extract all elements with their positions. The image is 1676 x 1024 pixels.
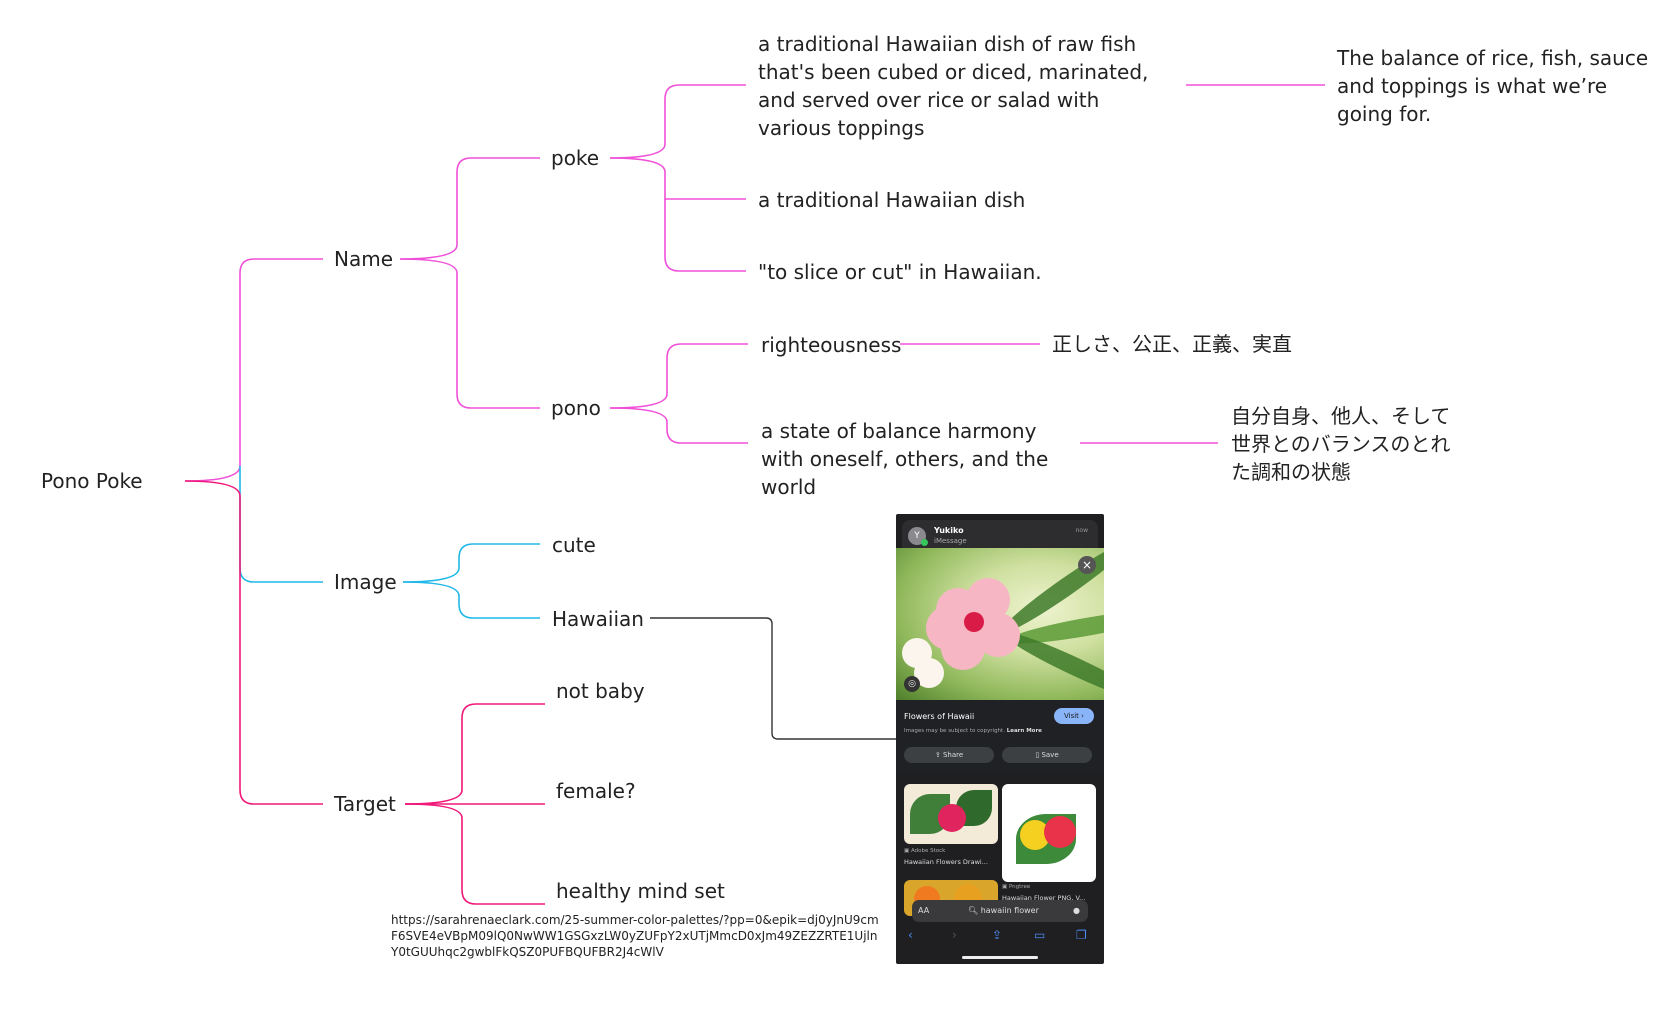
visit-button[interactable]: Visit › bbox=[1054, 708, 1094, 724]
image-item-hawaiian[interactable]: Hawaiian bbox=[552, 607, 644, 631]
connector-poke-def3 bbox=[664, 199, 746, 272]
save-label: Save bbox=[1041, 751, 1059, 759]
save-button[interactable]: ▯ Save bbox=[1002, 747, 1092, 763]
forward-icon[interactable]: › bbox=[952, 928, 957, 942]
branch-target[interactable]: Target bbox=[334, 792, 396, 816]
notification-app: iMessage bbox=[934, 537, 967, 545]
lock-icon: 🔍︎ bbox=[968, 906, 981, 915]
connector-target-notbaby bbox=[404, 703, 545, 805]
bookmark-icon: ▯ bbox=[1035, 751, 1042, 759]
flower-shape bbox=[938, 804, 966, 832]
pono-meaning-balance-ja[interactable]: 自分自身、他人、そして世界とのバランスのとれた調和の状態 bbox=[1231, 404, 1451, 484]
copyright-note: Images may be subject to copyright. Lear… bbox=[904, 728, 1042, 734]
hibiscus-photo[interactable]: × ◎ bbox=[896, 548, 1104, 700]
thumb2-source: ▣ Pngtree bbox=[1002, 884, 1031, 890]
connector-poke-def2 bbox=[609, 157, 746, 200]
notification-sender: Yukiko bbox=[934, 526, 964, 535]
connector-image-cute bbox=[402, 543, 540, 583]
microphone-icon[interactable]: ● bbox=[1073, 906, 1080, 915]
thumb1-title: Hawaiian Flowers Drawi... bbox=[904, 858, 988, 866]
copyright-text: Images may be subject to copyright. bbox=[904, 728, 1005, 734]
image-item-cute[interactable]: cute bbox=[552, 533, 596, 557]
pono-meaning-righteousness-ja[interactable]: 正しさ、公正、正義、実直 bbox=[1052, 332, 1292, 356]
connector-root-name bbox=[184, 258, 323, 482]
share-icon: ⇪ bbox=[934, 751, 943, 759]
hibiscus-center bbox=[964, 612, 984, 632]
poke-definition-3[interactable]: "to slice or cut" in Hawaiian. bbox=[758, 260, 1042, 284]
connector-target-healthy bbox=[404, 803, 545, 905]
pono-meaning-righteousness[interactable]: righteousness bbox=[761, 333, 902, 357]
lens-icon[interactable]: ◎ bbox=[904, 676, 920, 692]
reference-url[interactable]: https://sarahrenaeclark.com/25-summer-co… bbox=[391, 913, 879, 959]
target-item-not-baby[interactable]: not baby bbox=[556, 679, 645, 703]
target-item-healthy-mind-set[interactable]: healthy mind set bbox=[556, 879, 725, 903]
tabs-icon[interactable]: ❐ bbox=[1076, 928, 1087, 942]
poke-definition-1[interactable]: a traditional Hawaiian dish of raw fish … bbox=[758, 32, 1149, 140]
address-bar[interactable]: AA 🔍︎ hawaiin flower ● bbox=[912, 900, 1088, 922]
result-title: Flowers of Hawaii bbox=[904, 712, 975, 721]
address-query-text: hawaiin flower bbox=[980, 906, 1039, 915]
result-panel: Flowers of Hawaii Visit › Images may be … bbox=[896, 700, 1104, 772]
back-icon[interactable]: ‹ bbox=[908, 928, 913, 942]
target-item-female[interactable]: female? bbox=[556, 779, 636, 803]
thumb1-source: ▣ Adobe Stock bbox=[904, 848, 946, 854]
branch-name[interactable]: Name bbox=[334, 247, 394, 271]
connector-name-pono bbox=[399, 258, 540, 409]
connector-root-image bbox=[239, 466, 323, 583]
share-button[interactable]: ⇪ Share bbox=[904, 747, 994, 763]
home-indicator bbox=[962, 956, 1038, 959]
node-poke[interactable]: poke bbox=[551, 146, 600, 170]
phone-screenshot: Y Yukiko iMessage now × ◎ Flowers of Haw… bbox=[896, 514, 1104, 964]
node-pono[interactable]: pono bbox=[551, 396, 601, 420]
share-label: Share bbox=[942, 751, 964, 759]
address-query[interactable]: 🔍︎ hawaiin flower bbox=[968, 900, 1039, 922]
learn-more-link[interactable]: Learn More bbox=[1006, 728, 1042, 734]
hibiscus-petal bbox=[926, 606, 970, 650]
pono-meaning-balance[interactable]: a state of balance harmony with oneself,… bbox=[761, 419, 1049, 499]
flower-shape bbox=[1044, 816, 1076, 848]
connector-name-poke bbox=[399, 157, 540, 260]
bookmarks-icon[interactable]: ▭ bbox=[1034, 928, 1046, 942]
close-icon[interactable]: × bbox=[1078, 556, 1096, 574]
notification-time: now bbox=[1075, 527, 1088, 534]
thumb1-source-text: Adobe Stock bbox=[910, 848, 946, 854]
root-node-pono-poke[interactable]: Pono Poke bbox=[41, 469, 143, 493]
connector-poke-def1 bbox=[609, 84, 746, 159]
related-thumb-2[interactable] bbox=[1002, 784, 1096, 882]
related-thumb-1[interactable] bbox=[904, 784, 998, 844]
connector-root-target bbox=[184, 480, 323, 805]
share-toolbar-icon[interactable]: ⇪ bbox=[992, 928, 1003, 942]
connector-hawaiian-screenshot bbox=[650, 617, 896, 740]
connector-pono-meaning2 bbox=[609, 407, 748, 444]
text-size-icon[interactable]: AA bbox=[918, 906, 930, 915]
poke-balance-note[interactable]: The balance of rice, fish, sauce and top… bbox=[1337, 46, 1649, 126]
connector-pono-meaning1 bbox=[609, 343, 748, 409]
branch-image[interactable]: Image bbox=[334, 570, 397, 594]
poke-definition-2[interactable]: a traditional Hawaiian dish bbox=[758, 188, 1026, 212]
connector-image-hawaiian bbox=[402, 581, 540, 619]
thumb2-title: Hawaiian Flower PNG, V... bbox=[1002, 894, 1086, 902]
thumb2-source-text: Pngtree bbox=[1008, 884, 1031, 890]
avatar: Y bbox=[908, 527, 928, 546]
